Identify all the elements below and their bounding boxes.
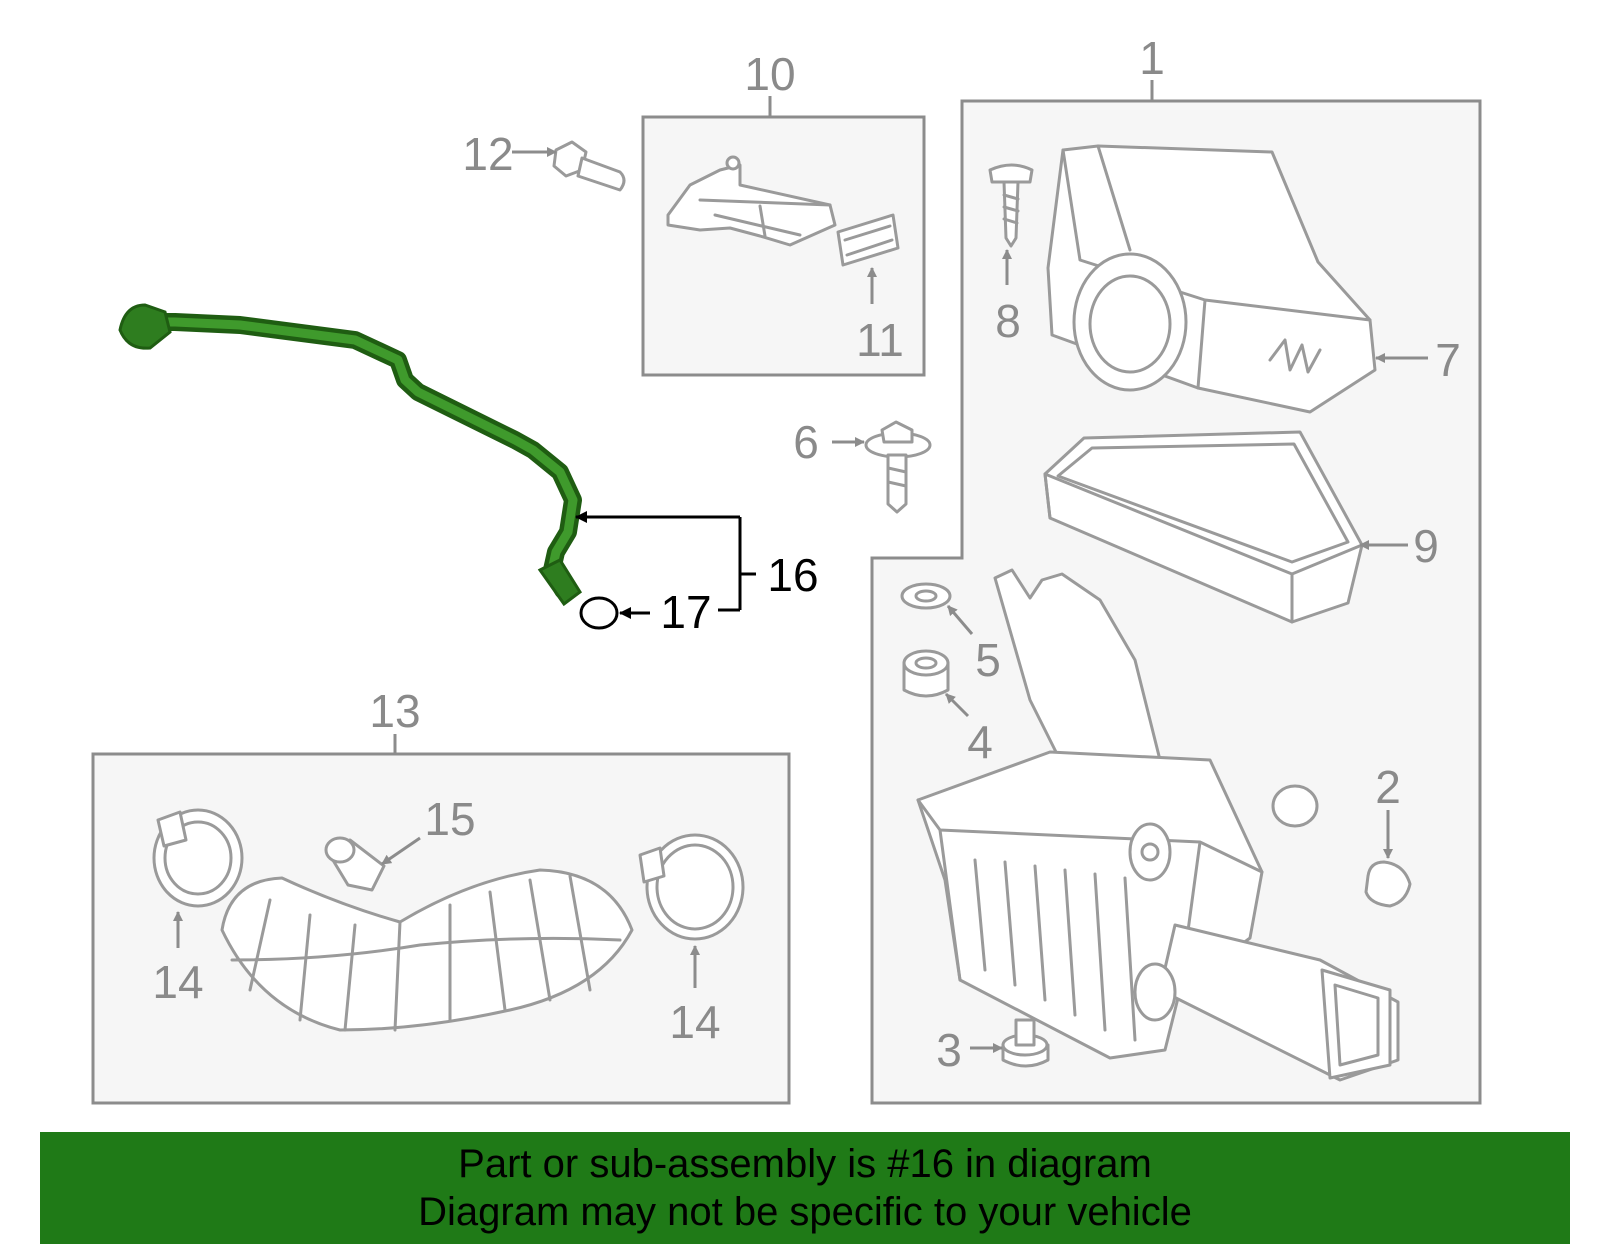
o-ring-17 <box>579 596 619 630</box>
banner-line-1: Part or sub-assembly is #16 in diagram <box>458 1142 1152 1186</box>
callout-6: 6 <box>793 416 819 468</box>
callout-12: 12 <box>462 128 513 180</box>
washer-5 <box>900 582 952 610</box>
grommet-4 <box>902 649 950 698</box>
callout-4: 4 <box>967 716 993 768</box>
gasket-11 <box>836 213 900 267</box>
air-filter-9 <box>1043 430 1364 624</box>
plug-2 <box>1271 784 1412 908</box>
maf-sensor-10 <box>666 155 837 247</box>
info-banner: Part or sub-assembly is #16 in diagram D… <box>40 1132 1570 1244</box>
callout-17: 17 <box>660 586 711 638</box>
callout-5: 5 <box>975 634 1001 686</box>
callout-2: 2 <box>1375 761 1401 813</box>
banner-line-2: Diagram may not be specific to your vehi… <box>418 1190 1192 1234</box>
callout-14-left: 14 <box>152 956 203 1008</box>
leader-lines <box>173 80 1428 1053</box>
air-cleaner-housing-1 <box>916 568 1400 1082</box>
callout-10: 10 <box>744 48 795 100</box>
screw-8 <box>988 163 1034 248</box>
callout-13: 13 <box>369 685 420 737</box>
callout-8: 8 <box>995 295 1021 347</box>
hose-16 <box>118 303 583 607</box>
clamp-14-left <box>152 808 244 908</box>
callout-7: 7 <box>1435 334 1461 386</box>
clip-15 <box>324 836 386 892</box>
callout-1: 1 <box>1139 32 1165 84</box>
callout-9: 9 <box>1413 520 1439 572</box>
callout-15: 15 <box>424 793 475 845</box>
air-cleaner-cover-7 <box>1046 144 1377 414</box>
callout-3: 3 <box>936 1024 962 1076</box>
callout-14-right: 14 <box>669 996 720 1048</box>
bolt-6 <box>864 420 932 514</box>
callout-11: 11 <box>856 314 904 366</box>
callout-16: 16 <box>767 549 818 601</box>
clamp-14-right <box>638 833 745 941</box>
bolt-12 <box>552 140 626 192</box>
pin-3 <box>1001 1018 1050 1068</box>
air-duct-13 <box>220 868 634 1032</box>
